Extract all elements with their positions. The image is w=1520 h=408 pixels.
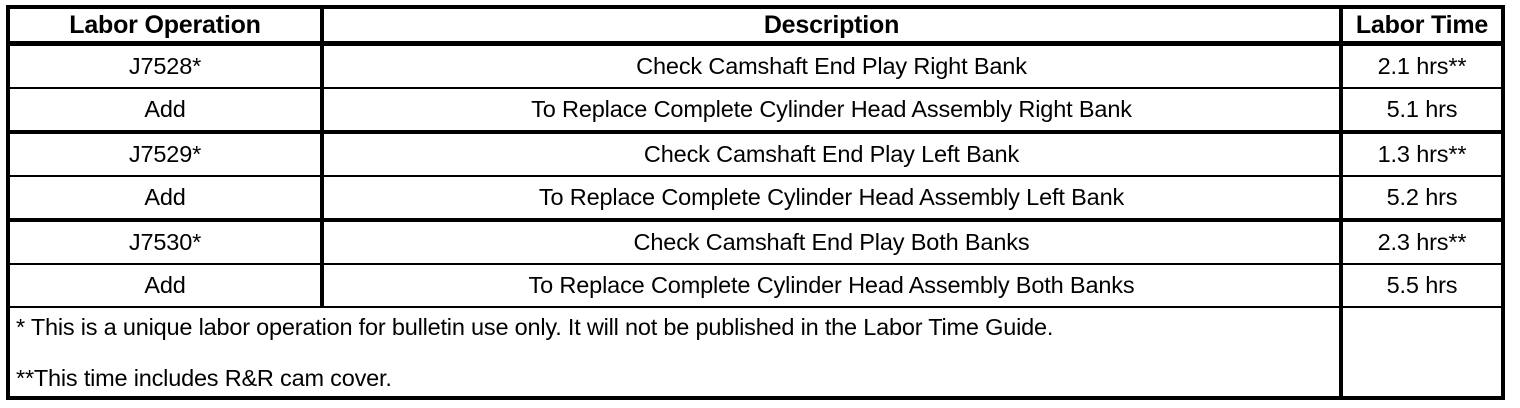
- table-row: J7530* Check Camshaft End Play Both Bank…: [10, 220, 1501, 265]
- cell-labor-time: 5.1 hrs: [1341, 88, 1501, 134]
- labor-operation-table: Labor Operation Description Labor Time J…: [10, 9, 1501, 396]
- cell-labor-time: 2.3 hrs**: [1341, 220, 1501, 265]
- cell-labor-operation: J7528*: [10, 43, 324, 89]
- cell-description: Check Camshaft End Play Left Bank: [322, 132, 1343, 177]
- cell-labor-time: 1.3 hrs**: [1341, 132, 1501, 177]
- footnote-labor-time-cell: [1341, 307, 1501, 396]
- cell-description: To Replace Complete Cylinder Head Assemb…: [322, 176, 1343, 222]
- labor-operation-table-frame: Labor Operation Description Labor Time J…: [6, 5, 1505, 400]
- cell-description: To Replace Complete Cylinder Head Assemb…: [322, 264, 1343, 308]
- table-header-row: Labor Operation Description Labor Time: [10, 9, 1501, 46]
- table-row: Add To Replace Complete Cylinder Head As…: [10, 88, 1501, 134]
- cell-description: To Replace Complete Cylinder Head Assemb…: [322, 88, 1343, 134]
- column-header-description: Description: [322, 9, 1343, 46]
- cell-labor-operation: Add: [10, 264, 324, 308]
- table-row: J7529* Check Camshaft End Play Left Bank…: [10, 132, 1501, 177]
- cell-labor-operation: J7530*: [10, 220, 324, 265]
- column-header-labor-operation: Labor Operation: [10, 9, 324, 46]
- table-row: Add To Replace Complete Cylinder Head As…: [10, 176, 1501, 222]
- column-header-labor-time: Labor Time: [1341, 9, 1501, 46]
- cell-labor-operation: Add: [10, 176, 324, 222]
- footnote-cell: * This is a unique labor operation for b…: [10, 307, 1343, 396]
- table-footnote-row: * This is a unique labor operation for b…: [10, 307, 1501, 396]
- table-row: J7528* Check Camshaft End Play Right Ban…: [10, 43, 1501, 89]
- cell-description: Check Camshaft End Play Both Banks: [322, 220, 1343, 265]
- cell-labor-time: 5.5 hrs: [1341, 264, 1501, 308]
- footnote-single-asterisk: * This is a unique labor operation for b…: [16, 314, 1054, 340]
- table-row: Add To Replace Complete Cylinder Head As…: [10, 264, 1501, 308]
- cell-labor-time: 2.1 hrs**: [1341, 43, 1501, 89]
- footnote-spacer: [16, 340, 1339, 367]
- cell-labor-operation: J7529*: [10, 132, 324, 177]
- cell-labor-operation: Add: [10, 88, 324, 134]
- cell-description: Check Camshaft End Play Right Bank: [322, 43, 1343, 89]
- cell-labor-time: 5.2 hrs: [1341, 176, 1501, 222]
- footnote-double-asterisk: **This time includes R&R cam cover.: [16, 364, 392, 391]
